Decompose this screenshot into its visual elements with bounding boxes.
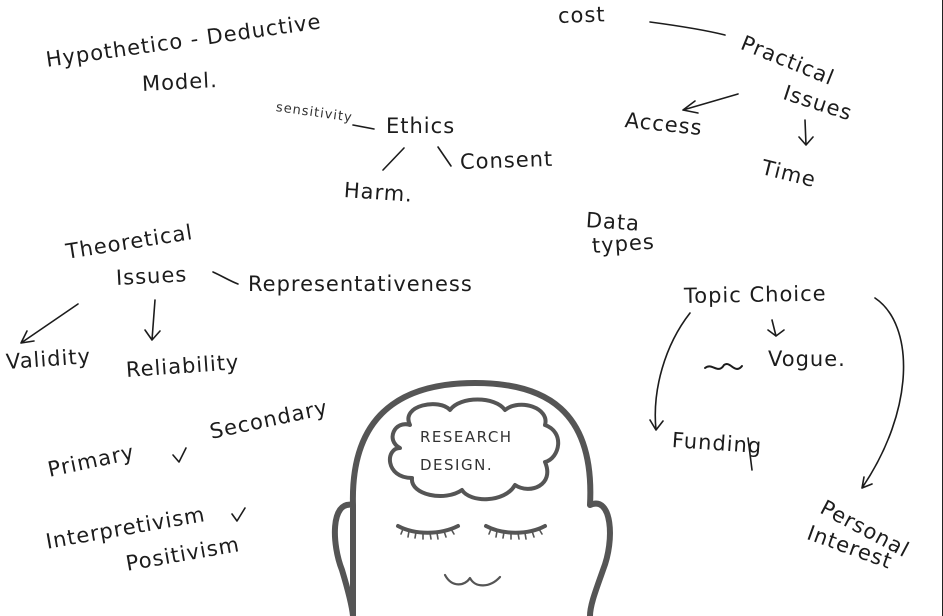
brain-icon <box>390 400 558 500</box>
arrow-practical-access <box>683 94 738 113</box>
tick-mark-primary <box>173 448 186 462</box>
label-cost: cost <box>558 2 606 28</box>
connector-cost-practical <box>650 22 725 35</box>
arrow-issues-reliability <box>145 300 160 340</box>
arrow-topic-funding <box>650 313 690 430</box>
arrow-issues-time <box>799 120 813 145</box>
label-vogue: Vogue. <box>768 347 846 371</box>
right-eye-icon <box>486 526 545 533</box>
left-eye-icon <box>398 526 458 533</box>
label-research: RESEARCH <box>420 428 513 446</box>
label-model: Model. <box>141 68 218 96</box>
head-illustration <box>335 383 610 616</box>
tick-mark-interpretivism <box>232 508 245 521</box>
scribble-crossout <box>705 364 742 369</box>
label-issues-theoretical: Issues <box>115 262 187 290</box>
label-design: DESIGN. <box>420 456 493 474</box>
label-types: types <box>591 230 655 258</box>
label-ethics: Ethics <box>386 114 455 138</box>
connector-issues-representativeness <box>213 272 238 284</box>
label-consent: Consent <box>460 147 554 174</box>
arrow-topic-vogue <box>768 320 784 336</box>
mouth-icon <box>445 575 500 585</box>
label-representativeness: Representativeness <box>248 272 473 296</box>
connector-ethics-harm <box>383 148 404 170</box>
connector-ethics-consent <box>438 147 451 166</box>
connector-ethics-sensitivity <box>353 125 374 129</box>
label-harm: Harm. <box>343 178 414 207</box>
arrow-issues-validity <box>21 304 78 343</box>
label-topic-choice: Topic Choice <box>684 282 827 308</box>
arrow-topic-personal <box>862 298 904 488</box>
